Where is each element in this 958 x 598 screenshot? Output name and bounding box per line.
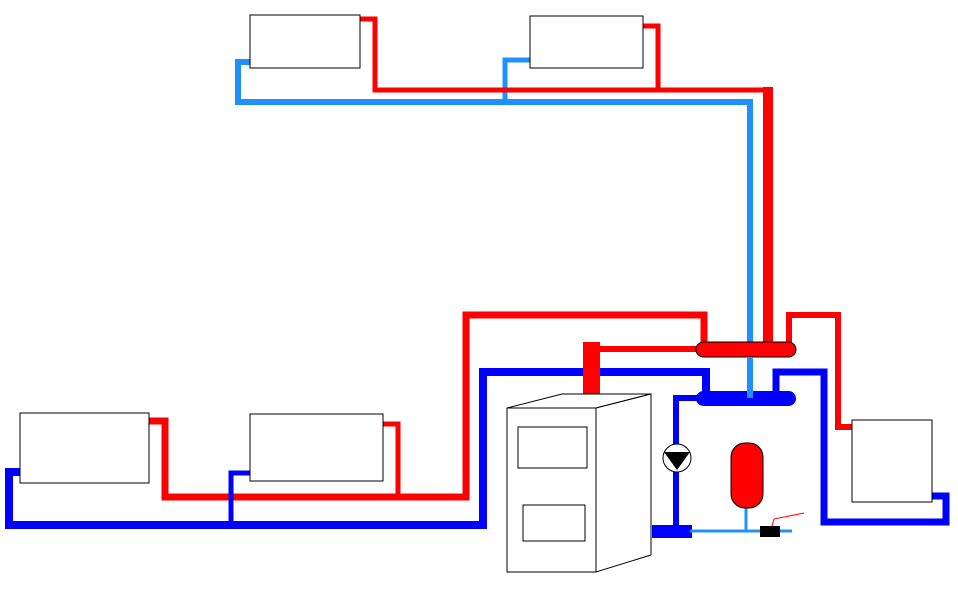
lower-return-pipe bbox=[5, 368, 710, 529]
pump-direction-icon bbox=[664, 452, 690, 470]
lower-return-branch-pipe bbox=[228, 470, 250, 525]
supply-riser-pipe bbox=[763, 87, 773, 349]
lower-supply-branch-pipe bbox=[383, 421, 401, 497]
circulation-pump bbox=[662, 443, 692, 473]
fill-valve bbox=[760, 526, 780, 537]
upper-supply-branch-pipe bbox=[643, 23, 661, 90]
upper-supply-pipe bbox=[360, 16, 768, 93]
cold-water-manifold bbox=[696, 391, 796, 406]
upper-return-branch-pipe bbox=[502, 57, 530, 102]
expansion-tank bbox=[730, 442, 764, 509]
hot-water-manifold bbox=[695, 341, 797, 358]
boiler-upper-door bbox=[517, 426, 588, 469]
boiler bbox=[506, 393, 652, 573]
boiler-return-connector bbox=[652, 525, 692, 538]
radiator-right bbox=[851, 419, 933, 503]
pump-return-pipe bbox=[673, 395, 700, 531]
right-return-pipe bbox=[772, 368, 950, 526]
fill-valve-handle bbox=[771, 512, 805, 527]
upper-return-pipe bbox=[235, 59, 753, 398]
boiler-lower-door bbox=[522, 504, 586, 542]
boiler-flue-connector bbox=[583, 342, 600, 400]
boiler-side bbox=[595, 393, 652, 573]
radiator-upper-left bbox=[249, 14, 361, 69]
radiator-lower-left bbox=[19, 412, 150, 484]
lower-supply-pipe bbox=[149, 311, 708, 501]
return-riser-overlay bbox=[747, 357, 753, 398]
radiator-upper-right bbox=[529, 15, 644, 69]
radiator-lower-middle bbox=[249, 413, 384, 482]
